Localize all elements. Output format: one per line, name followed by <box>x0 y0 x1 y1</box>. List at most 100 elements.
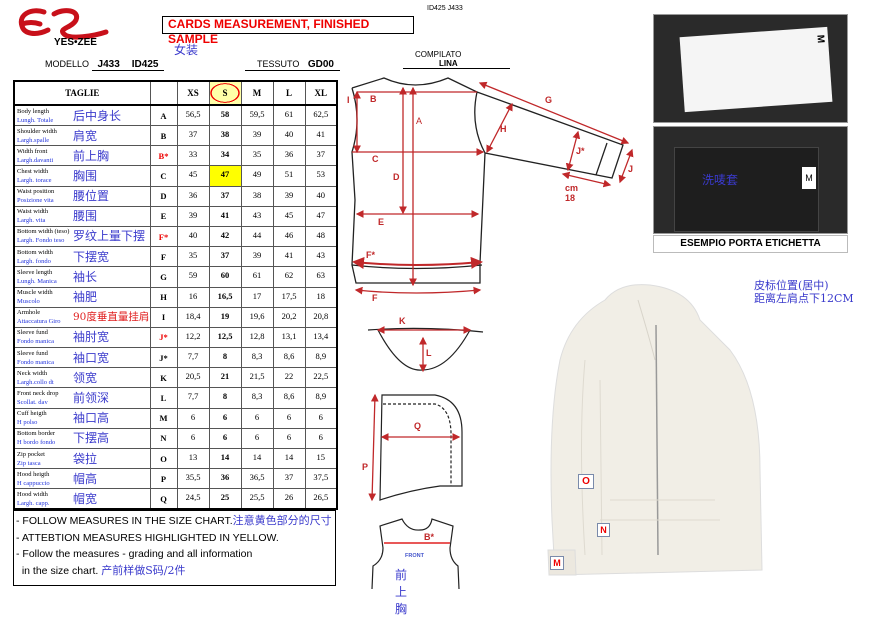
label-zh: 袖长 <box>73 269 98 284</box>
note-1-zh: 注意黄色部分的尺寸 <box>232 514 332 527</box>
label-en: Waist width <box>17 208 49 216</box>
label-it: Scollat. dav <box>17 398 48 406</box>
label-k: K <box>399 316 406 326</box>
value-xl: 13,4 <box>304 326 338 349</box>
modello-label: MODELLO <box>45 59 90 69</box>
label-e: E <box>378 217 385 227</box>
label-zh: 胸围 <box>73 168 98 183</box>
label-zh: 袖口宽 <box>73 350 110 365</box>
logo-text: YES•ZEE <box>54 37 97 48</box>
label-l: L <box>426 348 432 358</box>
label-i: I <box>347 95 350 105</box>
note-4-zh: 产前样做S码/2件 <box>101 563 186 577</box>
label-zh: 袖肘宽 <box>73 330 110 345</box>
marker-m: M <box>550 556 564 570</box>
label-en: Zip pocket <box>17 450 45 458</box>
jacket-note: 皮标位置(居中) 距离左肩点下12CM <box>754 279 854 305</box>
label-zh: 腰围 <box>73 209 98 224</box>
label-en: Hood width <box>17 490 48 498</box>
label-it: Attaccatura Giro <box>17 318 61 326</box>
label-it: Fondo manica <box>17 358 55 366</box>
label-zh: 前上胸 <box>73 148 110 163</box>
header-xl: XL <box>304 80 338 106</box>
label-en: Sleeve length <box>17 268 53 276</box>
value-s: 36 <box>208 468 242 490</box>
label-it: Largh.davanti <box>17 156 54 164</box>
label-c: C <box>372 154 379 164</box>
label-j-star: J* <box>576 146 585 156</box>
label-en: Shoulder width <box>17 127 57 135</box>
size-tag: M <box>814 34 826 44</box>
label-en: Waist position <box>17 188 55 196</box>
label-en: Width front <box>17 147 48 155</box>
label-it: Largh. fondo <box>17 257 51 265</box>
label-en: Sleeve fund <box>17 329 48 337</box>
label-zh: 下摆高 <box>73 431 110 446</box>
note-2: - ATTEBTION MEASURES HIGHLIGHTED IN YELL… <box>16 531 279 544</box>
label-en: Bottom border <box>17 430 56 438</box>
label-it: Muscolo <box>17 298 40 305</box>
value-s: 25 <box>208 488 242 510</box>
label-cm18: cm 18 <box>565 183 579 203</box>
jacket-photo <box>547 284 763 576</box>
value-m: 25,5 <box>240 488 274 510</box>
label-it: H cappuccio <box>17 479 50 487</box>
notes-box: - FOLLOW MEASURES IN THE SIZE CHART.注意黄色… <box>13 510 336 586</box>
label-it: Largh. torace <box>17 176 52 184</box>
label-q: Q <box>414 421 422 431</box>
label-en: Sleeve fund <box>17 349 48 357</box>
label-zh: 90度垂直量挂肩 <box>73 311 150 324</box>
label-en: Neck width <box>17 369 48 377</box>
label-zh: 帽高 <box>73 471 98 486</box>
label-it: Posizione vita <box>17 197 54 205</box>
label-a: A <box>416 116 423 126</box>
label-it: Zip tasca <box>17 459 41 467</box>
tessuto-label: TESSUTO <box>257 59 300 69</box>
label-it: H polso <box>17 419 38 427</box>
label-zh: 领宽 <box>73 370 98 385</box>
label-zh: 腰位置 <box>73 189 110 204</box>
label-zh: 袖肥 <box>73 290 98 304</box>
label-d: D <box>393 172 400 182</box>
pouch-label: 洗唛套 <box>702 173 739 187</box>
modello-value-2: ID425 <box>125 59 165 71</box>
photo-caption: ESEMPIO PORTA ETICHETTA <box>653 235 848 253</box>
label-it: Largh. capp. <box>17 499 50 507</box>
pouch <box>674 147 819 232</box>
pouch-photo: 洗唛套 M <box>653 126 848 234</box>
label-f-star: F* <box>366 250 375 260</box>
label-zh: 后中身长 <box>73 108 122 123</box>
label-it: Largh.spalle <box>17 136 50 144</box>
label-f: F <box>372 293 378 303</box>
label-zh: 帽宽 <box>73 491 98 506</box>
label-en: Bottom width <box>17 248 53 256</box>
label-b: B <box>370 94 377 104</box>
label-zh: 肩宽 <box>73 128 98 143</box>
label-j: J <box>628 164 634 174</box>
document-ref: ID425 J433 <box>427 5 463 12</box>
label-zh: 前领深 <box>73 390 110 405</box>
garment-diagram <box>351 77 763 589</box>
modello-value-1: J433 <box>91 59 126 71</box>
label-photo: M <box>653 14 848 123</box>
header-taglie: TAGLIE <box>13 80 151 106</box>
size-tag-2: M <box>802 167 816 189</box>
note-4: in the size chart. <box>16 564 99 577</box>
compilato-label: COMPILATO <box>415 50 462 59</box>
label-it: Lungh. Manica <box>17 277 57 285</box>
